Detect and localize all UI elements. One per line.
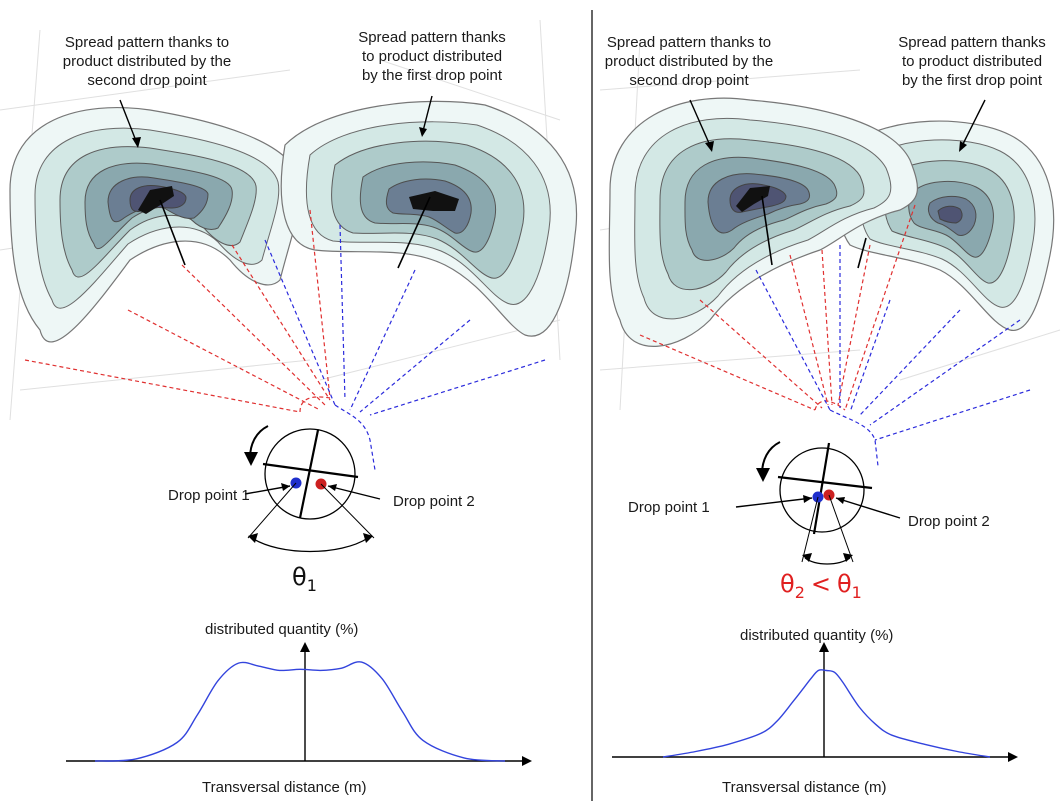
blue-dashed-lines: [755, 245, 1031, 467]
chart-ylabel: distributed quantity (%): [205, 621, 358, 638]
center-line-second: [761, 195, 773, 266]
angle-arc: [247, 482, 375, 553]
svg-text:to product distributed: to product distributed: [362, 48, 502, 65]
angle-label: θ1: [292, 563, 317, 595]
center-line-second: [159, 199, 186, 266]
callout-second-drop: Spread pattern thanks to product distrib…: [63, 34, 231, 89]
svg-text:by the first drop point: by the first drop point: [362, 67, 503, 84]
drop-point-2-label: Drop point 2: [908, 513, 990, 530]
spread-pattern-first-drop: [280, 100, 577, 337]
profile-chart-right: distributed quantity (%) Transversal dis…: [612, 627, 1018, 796]
svg-text:Spread pattern thanks to: Spread pattern thanks to: [607, 34, 771, 51]
center-line-first: [397, 196, 431, 269]
chart-xlabel: Transversal distance (m): [722, 779, 887, 796]
panel-left: Drop point 1 Drop point 2 θ1 Spread patt…: [9, 29, 577, 796]
callout-first-drop: Spread pattern thanks to product distrib…: [898, 34, 1046, 89]
svg-text:Spread pattern thanks to: Spread pattern thanks to: [65, 34, 229, 51]
distribution-curve: [662, 669, 991, 758]
svg-text:product distributed by the: product distributed by the: [63, 53, 231, 70]
callout-first-drop: Spread pattern thanks to product distrib…: [358, 29, 506, 84]
chart-xlabel: Transversal distance (m): [202, 779, 367, 796]
red-dashed-lines: [639, 204, 916, 411]
svg-text:Spread pattern thanks: Spread pattern thanks: [898, 34, 1046, 51]
spread-pattern-second-drop: [9, 107, 302, 343]
spread-pattern-second-drop: [608, 97, 918, 347]
blue-dashed-lines: [264, 224, 546, 471]
callout-second-drop: Spread pattern thanks to product distrib…: [605, 34, 773, 89]
red-dashed-lines: [24, 209, 331, 413]
panel-right: Drop point 1 Drop point 2 θ2<θ1 Spread p…: [605, 34, 1055, 796]
chart-ylabel: distributed quantity (%): [740, 627, 893, 644]
spinner-disc: [756, 441, 873, 535]
svg-text:second drop point: second drop point: [629, 72, 749, 89]
drop-point-2-label: Drop point 2: [393, 493, 475, 510]
drop-point-1-label: Drop point 1: [168, 487, 250, 504]
spinner-disc: [244, 425, 359, 520]
svg-text:Spread pattern thanks: Spread pattern thanks: [358, 29, 506, 46]
svg-text:product distributed by the: product distributed by the: [605, 53, 773, 70]
center-line-first: [857, 237, 867, 269]
profile-chart-left: distributed quantity (%) Transversal dis…: [66, 621, 532, 796]
svg-text:to product distributed: to product distributed: [902, 53, 1042, 70]
angle-comparison-label: θ2<θ1: [780, 570, 862, 602]
distribution-curve: [94, 661, 506, 762]
drop-point-1-label: Drop point 1: [628, 499, 710, 516]
svg-text:second drop point: second drop point: [87, 72, 207, 89]
svg-text:by the first drop point: by the first drop point: [902, 72, 1043, 89]
angle-arc: [801, 494, 854, 565]
